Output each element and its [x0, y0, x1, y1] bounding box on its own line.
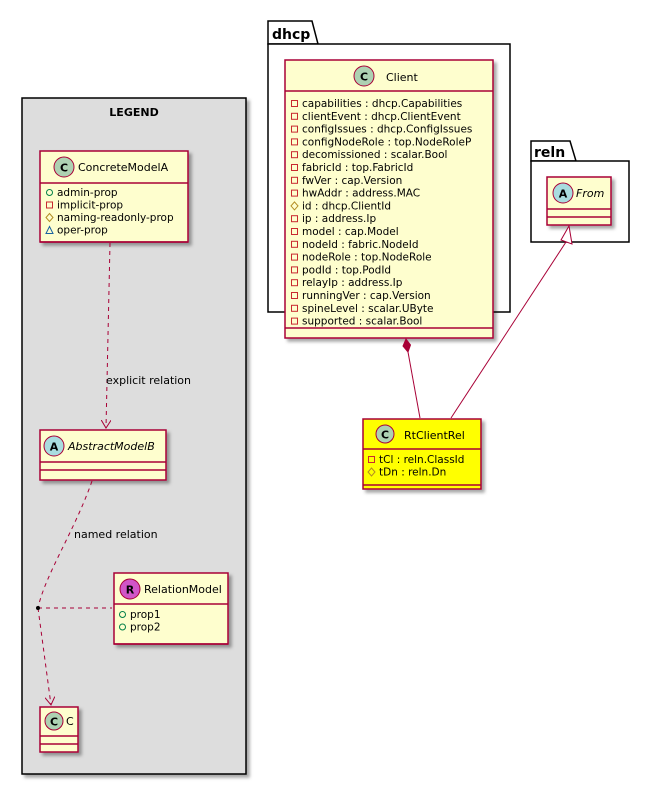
attribute-row: nodeId : fabric.NodeId — [302, 239, 418, 251]
private-marker-icon — [291, 240, 298, 248]
private-marker-icon — [291, 266, 298, 274]
attribute-row: supported : scalar.Bool — [302, 316, 422, 328]
inheritance-triangle-icon — [560, 224, 573, 245]
attribute-row: ip : address.Ip — [302, 213, 376, 225]
attribute-row: nodeRole : top.NodeRole — [302, 252, 432, 264]
attribute-row: relayIp : address.Ip — [302, 277, 403, 289]
attribute-row: id : dhcp.ClientId — [302, 200, 391, 212]
association-point — [36, 606, 40, 610]
class-from[interactable]: A From — [546, 176, 612, 226]
package-marker-icon — [45, 225, 54, 234]
class-abstract-model-b[interactable]: A AbstractModelB — [39, 429, 167, 481]
attribute-row: implicit-prop — [57, 200, 123, 212]
class-name: ConcreteModelA — [78, 161, 169, 174]
class-glyph-letter: C — [60, 162, 68, 175]
attribute-row: clientEvent : dhcp.ClientEvent — [302, 111, 461, 123]
package-label: reln — [534, 145, 565, 161]
public-marker-icon — [46, 189, 53, 196]
attribute-row: decomissioned : scalar.Bool — [302, 149, 447, 161]
abstract-glyph-icon — [552, 182, 574, 204]
class-glyph-icon — [375, 424, 395, 444]
attribute-row: fabricId : top.FabricId — [302, 162, 413, 174]
package-label: dhcp — [272, 27, 310, 43]
attribute-row: tCl : reln.ClassId — [379, 454, 464, 466]
private-marker-icon — [291, 100, 298, 107]
private-marker-icon — [368, 456, 375, 463]
attribute-row: fwVer : cap.Version — [302, 175, 402, 187]
private-marker-icon — [291, 151, 298, 159]
protected-marker-icon — [290, 201, 299, 211]
attribute-row: podId : top.PodId — [302, 264, 391, 276]
private-marker-icon — [291, 317, 298, 325]
private-marker-icon — [291, 228, 298, 235]
legend-title: LEGEND — [109, 106, 158, 119]
class-glyph-icon — [353, 65, 375, 87]
class-name: RelationModel — [144, 583, 222, 596]
class-name: From — [576, 187, 604, 200]
attribute-row: model : cap.Model — [302, 226, 399, 238]
attribute-row: prop1 — [130, 609, 161, 621]
class-glyph-letter: C — [50, 716, 58, 729]
private-marker-icon — [291, 253, 298, 261]
abstract-glyph-icon — [43, 435, 65, 457]
class-name: C — [66, 715, 74, 728]
private-marker-icon — [291, 279, 298, 287]
edge-label: explicit relation — [106, 374, 191, 387]
class-name: AbstractModelB — [67, 440, 155, 453]
attribute-row: prop2 — [130, 622, 161, 634]
private-marker-icon — [291, 304, 298, 312]
class-glyph-letter: C — [360, 71, 368, 84]
private-marker-icon — [291, 138, 298, 146]
attribute-row: oper-prop — [57, 225, 108, 237]
class-glyph-icon — [53, 156, 75, 178]
class-concrete-model-a[interactable]: C ConcreteModelA admin-propimplicit-prop… — [39, 150, 189, 243]
attribute-row: hwAddr : address.MAC — [302, 188, 420, 200]
edge-label: named relation — [74, 528, 158, 541]
attribute-row: tDn : reln.Dn — [379, 467, 446, 479]
class-name: Client — [386, 71, 419, 84]
edge-named-relation: named relation — [36, 480, 158, 705]
relation-glyph-letter: R — [126, 584, 135, 597]
edge-inheritance — [450, 224, 573, 419]
class-glyph-icon — [44, 711, 64, 731]
private-marker-icon — [291, 176, 298, 184]
class-c[interactable]: C C — [39, 706, 79, 753]
attribute-row: configNodeRole : top.NodeRoleP — [302, 136, 471, 148]
private-marker-icon — [291, 189, 298, 197]
private-marker-icon — [291, 215, 298, 223]
private-marker-icon — [291, 112, 298, 120]
abstract-glyph-letter: A — [50, 441, 59, 454]
class-client[interactable]: C Client capabilities : dhcp.Capabilitie… — [284, 59, 494, 339]
class-glyph-letter: C — [381, 429, 389, 442]
protected-marker-icon — [367, 467, 376, 477]
attribute-row: configIssues : dhcp.ConfigIssues — [302, 124, 472, 136]
relation-glyph-icon — [119, 578, 141, 600]
edge-composition — [402, 338, 421, 419]
private-marker-icon — [291, 292, 298, 299]
protected-marker-icon — [45, 212, 54, 223]
edge-explicit-relation: explicit relation — [106, 242, 191, 428]
public-marker-icon — [119, 623, 126, 631]
public-marker-icon — [119, 611, 126, 618]
private-marker-icon — [291, 125, 298, 133]
attribute-row: admin-prop — [57, 187, 118, 199]
private-marker-icon — [46, 201, 53, 209]
attribute-row: runningVer : cap.Version — [302, 290, 431, 302]
composition-diamond-icon — [402, 338, 412, 353]
attribute-row: spineLevel : scalar.UByte — [302, 303, 434, 315]
attribute-row: capabilities : dhcp.Capabilities — [302, 98, 462, 110]
private-marker-icon — [291, 164, 298, 171]
class-name: RtClientRel — [404, 429, 465, 442]
attribute-row: naming-readonly-prop — [57, 212, 174, 224]
abstract-glyph-letter: A — [559, 188, 568, 201]
